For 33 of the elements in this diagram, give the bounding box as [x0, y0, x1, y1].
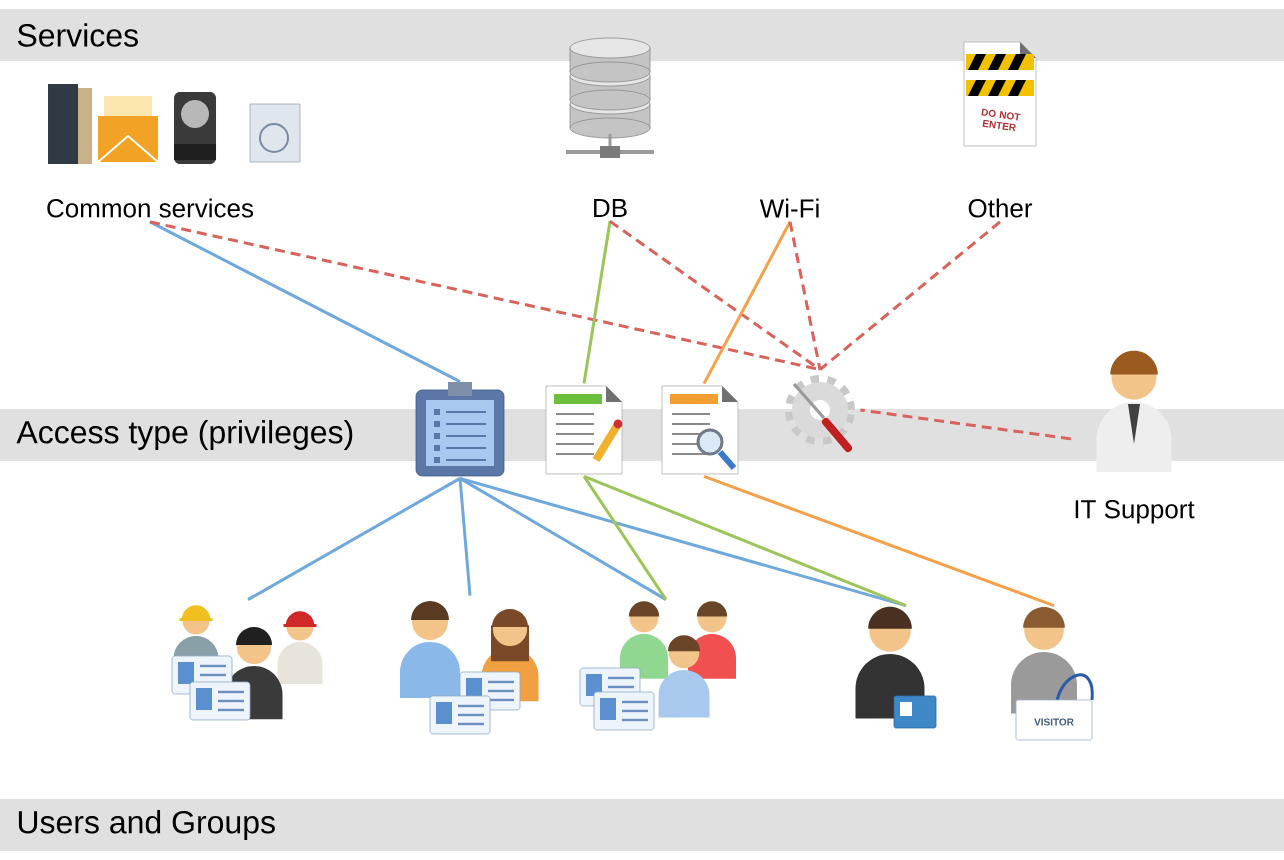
edit-document-icon — [545, 385, 623, 475]
people-group-drawing — [579, 601, 736, 731]
support-person: IT Support — [1075, 350, 1195, 524]
section-title: Services — [17, 23, 138, 47]
service-label: Other — [968, 198, 1033, 218]
connector-line — [458, 478, 472, 596]
section-title: Users and Groups — [18, 810, 275, 840]
search-document-icon — [661, 385, 739, 475]
businessman-drawing — [855, 606, 937, 729]
connector-line — [583, 475, 907, 607]
connector-line — [459, 477, 667, 601]
service-label: DB — [594, 199, 627, 217]
connector-line — [702, 221, 792, 385]
section-title: Access type (privileges) — [16, 420, 353, 450]
connector-line — [609, 220, 821, 371]
clipboard-icon — [415, 382, 505, 477]
connector-line — [860, 408, 1072, 441]
workers-group-drawing — [171, 605, 323, 721]
node-label: IT Support — [1075, 500, 1195, 524]
couple-drawing — [400, 601, 539, 735]
connector-line — [703, 474, 1055, 607]
connector-line — [788, 221, 822, 370]
connector-line — [819, 220, 1001, 371]
connector-line — [149, 220, 461, 383]
connector-line — [459, 476, 907, 608]
visitor-drawing — [1011, 606, 1094, 741]
tools-icon — [785, 375, 855, 452]
connector-line — [582, 221, 612, 384]
connector-line — [149, 220, 821, 372]
service-label: Common services — [47, 198, 254, 218]
connector-line — [247, 477, 461, 601]
connector-line — [582, 475, 668, 601]
service-label: Wi-Fi — [759, 198, 819, 218]
